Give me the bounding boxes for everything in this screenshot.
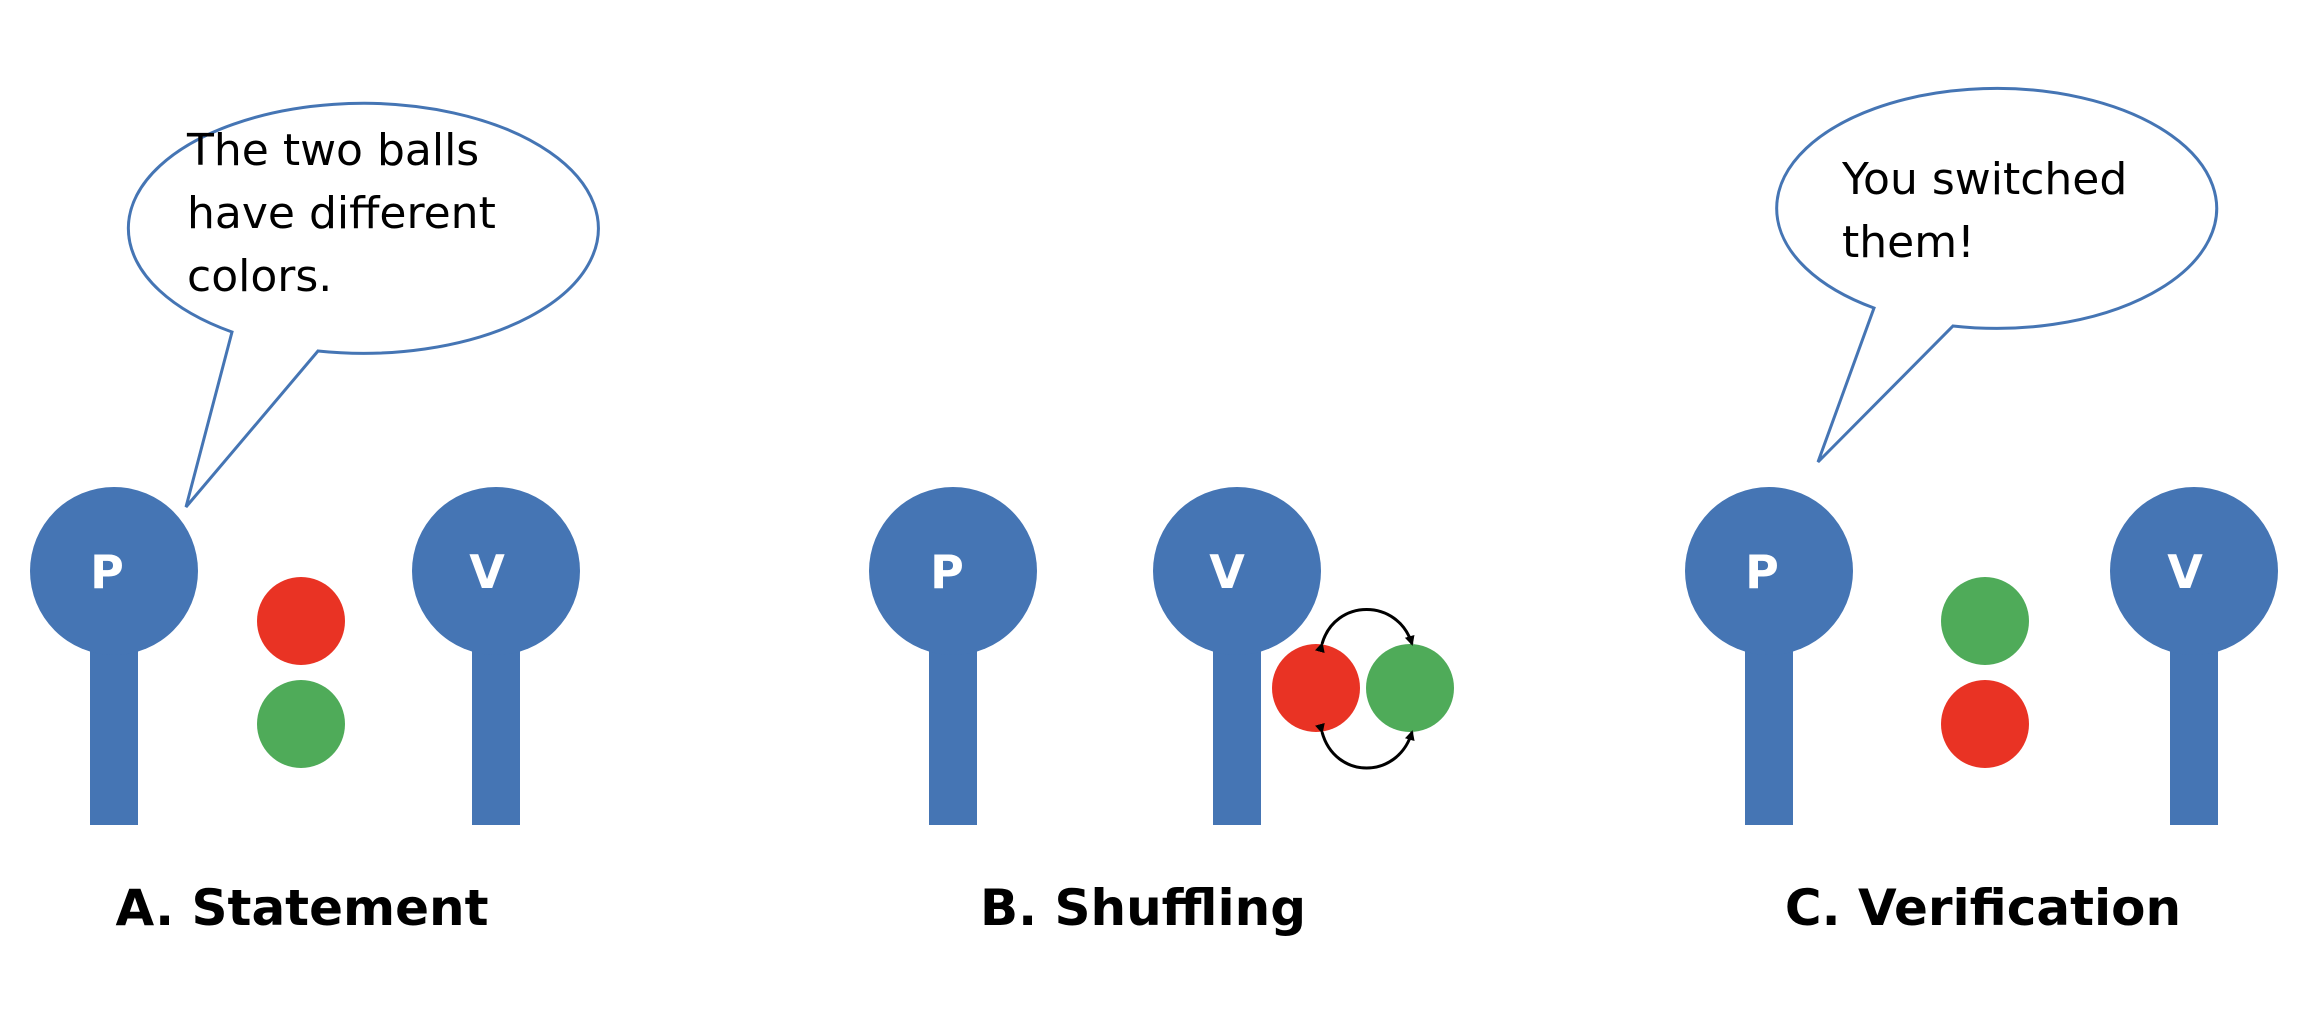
green-ball <box>1941 577 2029 665</box>
panel-shuffling: P V B. Shuffling <box>869 487 1454 937</box>
panel-statement: The two balls have different colors. P V… <box>30 101 600 937</box>
swap-arrows-icon <box>1315 608 1415 770</box>
panel-caption-shuffling: B. Shuffling <box>980 879 1306 937</box>
speech-bubble-verification: You switched them! <box>1775 86 2219 464</box>
prover-label: P <box>90 545 124 599</box>
prover-avatar: P <box>1685 487 1853 825</box>
swap-arrow-top <box>1315 608 1415 654</box>
prover-label: P <box>1745 545 1779 599</box>
panel-caption-statement: A. Statement <box>116 879 489 937</box>
speech-line-1: The two balls <box>186 125 479 176</box>
speech-bubble-outline <box>1775 86 2219 464</box>
speech-line-2: them! <box>1842 217 1975 268</box>
speech-line-1: You switched <box>1841 154 2127 205</box>
green-ball <box>1366 644 1454 732</box>
red-ball <box>1941 680 2029 768</box>
swap-arrow-bottom <box>1315 722 1415 770</box>
verifier-avatar: V <box>412 487 580 825</box>
prover-avatar: P <box>30 487 198 825</box>
prover-label: P <box>930 545 964 599</box>
verifier-avatar: V <box>2110 487 2278 825</box>
verifier-avatar: V <box>1153 487 1321 825</box>
verifier-label: V <box>469 545 505 599</box>
verifier-label: V <box>2167 545 2203 599</box>
panel-verification: You switched them! P V C. Verification <box>1685 86 2278 937</box>
speech-line-3: colors. <box>187 251 332 302</box>
prover-avatar: P <box>869 487 1037 825</box>
green-ball <box>257 680 345 768</box>
red-ball <box>257 577 345 665</box>
speech-bubble-outline <box>126 101 600 508</box>
speech-bubble-statement: The two balls have different colors. <box>126 101 600 508</box>
panel-caption-verification: C. Verification <box>1785 879 2181 937</box>
speech-line-2: have different <box>187 188 496 239</box>
red-ball <box>1272 644 1360 732</box>
verifier-label: V <box>1209 545 1245 599</box>
